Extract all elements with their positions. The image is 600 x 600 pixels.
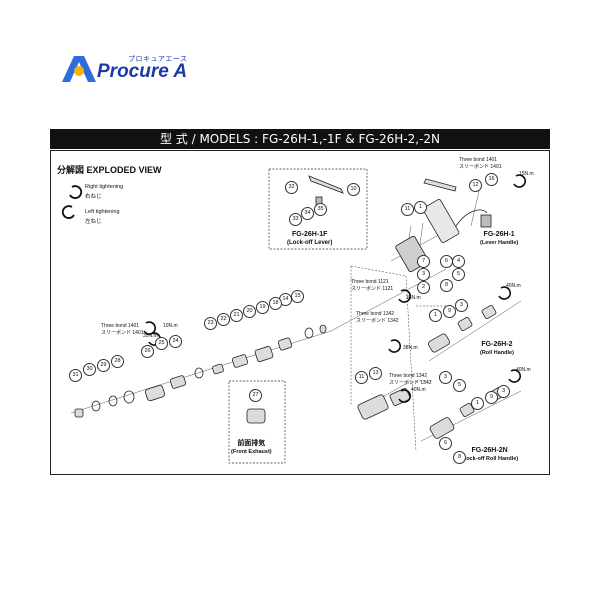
model-fg26h-1-desc: (Lever Handle) xyxy=(480,240,519,246)
part-callout: 26 xyxy=(141,345,154,358)
exploded-view-diagram: 分解図 EXPLODED VIEW Right tightening 右ねじ L… xyxy=(50,150,550,475)
part-callout: 28 xyxy=(111,355,124,368)
threebond-label-jp: スリーボンド 1342 xyxy=(356,318,399,324)
right-tightening-icon xyxy=(69,185,83,199)
legend-left-en: Left tightening xyxy=(85,209,120,215)
left-tightening-icon xyxy=(61,205,75,219)
logo-mark-icon xyxy=(62,56,96,82)
part-callout: 24 xyxy=(169,335,182,348)
part-callout: 32 xyxy=(285,181,298,194)
threebond-label: Three bond 1401 xyxy=(459,157,498,163)
part-callout: 1 xyxy=(414,201,427,214)
part-callout: 9 xyxy=(443,305,456,318)
legend-right-jp: 右ねじ xyxy=(85,194,102,200)
part-callout: 8 xyxy=(453,451,466,464)
part-callout: 16 xyxy=(485,173,498,186)
part-callout: 34 xyxy=(301,207,314,220)
part-callout: 21 xyxy=(230,309,243,322)
legend-right-en: Right tightening xyxy=(85,184,124,190)
part-callout: 9 xyxy=(485,391,498,404)
torque-label: 40N.m xyxy=(506,283,521,289)
model-fg26h-1-name: FG-26H-1 xyxy=(483,231,515,238)
part-callout: 6 xyxy=(439,437,452,450)
part-callout: 5 xyxy=(453,379,466,392)
part-callout: 3 xyxy=(497,385,510,398)
model-fg26h-1f: FG-26H-1F (Lock-off Lever) xyxy=(287,231,332,247)
threebond-label-jp: スリーボンド 1401 xyxy=(459,164,502,170)
threebond-label-jp: スリーボンド 1121 xyxy=(351,286,394,292)
threebond-label: Three bond 1401 xyxy=(101,323,140,329)
front-exhaust-label: 前面排気 (Front Exhaust) xyxy=(231,440,272,456)
torque-label: 38N.m xyxy=(403,345,418,351)
part-callout: 25 xyxy=(155,337,168,350)
part-callout: 4 xyxy=(452,255,465,268)
part-callout: 10 xyxy=(347,183,360,196)
model-fg26h-2n: FG-26H-2N (Lock-off Roll Handle) xyxy=(461,447,518,463)
part-callout: 15 xyxy=(291,290,304,303)
exploded-view-title: 分解図 EXPLODED VIEW xyxy=(57,165,162,175)
part-callout: 33 xyxy=(289,213,302,226)
part-callout: 31 xyxy=(69,369,82,382)
model-fg26h-1: FG-26H-1 (Lever Handle) xyxy=(480,231,518,247)
part-callout: 12 xyxy=(469,179,482,192)
models-header: 型 式 / MODELS : FG-26H-1,-1F & FG-26H-2,-… xyxy=(50,129,550,149)
procure-a-logo xyxy=(60,54,210,84)
torque-label: 15N.m xyxy=(519,171,534,177)
part-callout: 20 xyxy=(243,305,256,318)
front-exhaust-box xyxy=(228,380,286,464)
part-callout: 30 xyxy=(83,363,96,376)
part-callout: 29 xyxy=(97,359,110,372)
part-callout: 8 xyxy=(440,279,453,292)
part-callout: 3 xyxy=(439,371,452,384)
part-callout: 23 xyxy=(204,317,217,330)
model-fg26h-1f-desc: (Lock-off Lever) xyxy=(287,240,333,246)
threebond-label: Three bond 1342 xyxy=(356,311,395,317)
legend-left-jp: 左ねじ xyxy=(85,219,102,225)
model-fg26h-2n-name: FG-26H-2N xyxy=(471,447,508,454)
front-exhaust-jp: 前面排気 xyxy=(237,440,266,447)
part-callout: 22 xyxy=(217,313,230,326)
threebond-label-jp: スリーボンド 1401 xyxy=(101,330,144,336)
part-callout: 2 xyxy=(417,281,430,294)
torque-label: 40N.m xyxy=(516,367,531,373)
part-callout: 11 xyxy=(355,371,368,384)
logo-name: Procure A xyxy=(97,61,188,82)
part-callout: 7 xyxy=(417,255,430,268)
part-callout: 18 xyxy=(269,297,282,310)
part-callout: 35 xyxy=(314,203,327,216)
part-callout: 11 xyxy=(401,203,414,216)
diagram-drawing xyxy=(61,168,527,464)
threebond-label: Three bond 1121 xyxy=(351,279,389,285)
torque-label: 40N.m xyxy=(411,387,426,393)
threebond-label-jp: スリーボンド 1342 xyxy=(389,380,432,386)
torque-label: 10N.m xyxy=(163,323,178,329)
threebond-label: Three bond 1342 xyxy=(389,373,428,379)
lock-off-lever-box xyxy=(268,168,368,250)
torque-label: 38N.m xyxy=(406,295,421,301)
part-callout: 5 xyxy=(452,268,465,281)
logo-kana: プロキュアエース xyxy=(128,55,188,63)
torque-label: 35N.m xyxy=(143,333,158,339)
part-callout: 13 xyxy=(369,367,382,380)
part-callout: 1 xyxy=(471,397,484,410)
model-fg26h-1f-name: FG-26H-1F xyxy=(291,231,328,238)
model-fg26h-2-desc: (Roll Handle) xyxy=(480,350,514,356)
model-fg26h-2n-desc: (Lock-off Roll Handle) xyxy=(461,456,519,462)
part-callout: 27 xyxy=(249,389,262,402)
part-callout: 19 xyxy=(256,301,269,314)
part-callout: 1 xyxy=(429,309,442,322)
front-exhaust-en: (Front Exhaust) xyxy=(231,449,272,455)
model-fg26h-2: FG-26H-2 (Roll Handle) xyxy=(480,341,514,357)
model-fg26h-2-name: FG-26H-2 xyxy=(481,341,513,348)
part-callout: 3 xyxy=(417,268,430,281)
part-callout: 3 xyxy=(455,299,468,312)
